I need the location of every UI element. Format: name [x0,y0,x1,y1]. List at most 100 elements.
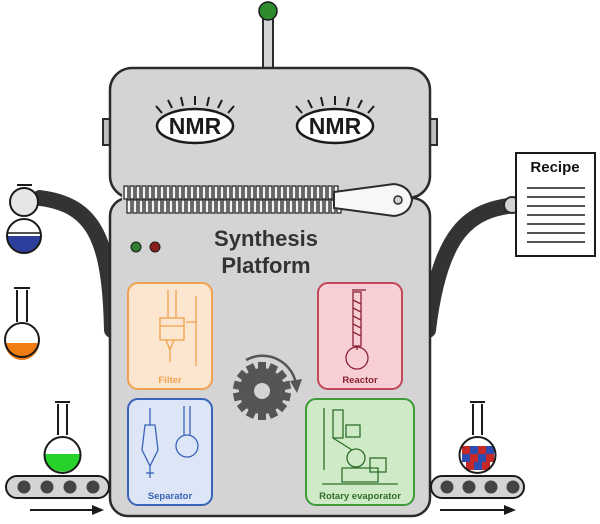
zipper-tooth [249,185,255,200]
zipper-tooth [150,199,156,214]
rotary-evaporator-module: Rotary evaporator [305,398,415,506]
zipper-tooth [255,185,261,200]
robot-head [108,66,432,200]
filter-module: Filter [127,282,213,390]
zipper-tooth [237,185,243,200]
zipper-tooth [327,185,333,200]
zipper-tooth [303,185,309,200]
zipper-tooth [300,199,306,214]
antenna-ball [258,1,278,21]
zipper-tooth [168,199,174,214]
zipper-tooth [126,199,132,214]
zipper-tooth [147,185,153,200]
zipper-tooth [270,199,276,214]
gear-icon [232,354,302,420]
zipper-tooth [216,199,222,214]
zipper-tooth [276,199,282,214]
zipper-tooth [165,185,171,200]
zipper-tooth [306,199,312,214]
zipper-tooth [180,199,186,214]
zipper-tooth [195,185,201,200]
rotary-evaporator-label: Rotary evaporator [319,491,401,502]
zipper-tooth [123,185,129,200]
zipper-tooth [204,199,210,214]
right-arm [420,197,523,338]
filter-apparatus-icon [159,290,197,366]
zipper-tooth [282,199,288,214]
right-eyelashes [295,96,375,114]
zipper-tooth [294,199,300,214]
right-conveyor [430,475,525,515]
zipper-tooth [288,199,294,214]
filter-label: Filter [158,375,182,386]
zipper-tooth [228,199,234,214]
orange-flask [4,287,40,360]
green-flask [43,401,82,474]
zipper-tooth [171,185,177,200]
separator-apparatus-icon [141,406,199,478]
right-eye: NMR [295,96,375,145]
zipper-tooth [210,199,216,214]
recipe-lines [527,187,585,243]
zipper-tooth [219,185,225,200]
zipper-tooth [132,199,138,214]
left-eye-label: NMR [169,113,222,139]
zipper-tooth [225,185,231,200]
zipper-tooth [240,199,246,214]
right-eye-label: NMR [309,113,362,139]
recipe-sheet: Recipe [515,152,596,257]
left-eye: NMR [155,96,235,145]
zipper-tooth [135,185,141,200]
zipper-tooth [177,185,183,200]
zipper-tooth [207,185,213,200]
zipper-tooth [315,185,321,200]
zipper-tooth [297,185,303,200]
zipper-tooth [222,199,228,214]
zipper-tooth [183,185,189,200]
status-led-red [149,241,161,253]
zipper-tooth [129,185,135,200]
antenna [258,1,278,69]
zipper-tooth [309,185,315,200]
reactor-label: Reactor [342,375,378,386]
zipper-tooth [138,199,144,214]
zipper-tooth [186,199,192,214]
zipper-tooth [234,199,240,214]
platform-title-line2: Platform [221,253,310,278]
zipper-tooth [162,199,168,214]
zipper-tooth [321,185,327,200]
zipper-tooth [261,185,267,200]
zipper-tooth [264,199,270,214]
zipper-mouth [122,180,414,220]
status-led-green [130,241,142,253]
left-arm [32,190,120,338]
zipper-tooth [246,199,252,214]
separator-label: Separator [148,491,193,502]
zipper-tooth [291,185,297,200]
zipper-tooth [324,199,330,214]
zipper-tooth [273,185,279,200]
recipe-label: Recipe [530,159,579,176]
zipper-tooth [258,199,264,214]
platform-title-line1: Synthesis [214,226,318,251]
zipper-tooth [267,185,273,200]
zipper-tooth [144,199,150,214]
zipper-tooth [174,199,180,214]
zipper-pull [333,182,414,218]
zipper-tooth [285,185,291,200]
zipper-tooth [159,185,165,200]
left-eyelashes [155,96,235,114]
rotation-arrow-icon [245,354,298,385]
reactor-apparatus-icon [345,289,369,370]
product-contents [462,446,494,470]
zipper-tooth [201,185,207,200]
conveyor-arrow-icon [92,505,104,515]
held-blue-flask [6,184,42,254]
zipper-tooth [279,185,285,200]
reactor-module: Reactor [317,282,403,390]
rotary-evaporator-apparatus-icon [322,408,398,485]
zipper-tooth [141,185,147,200]
zipper-tooth [213,185,219,200]
zipper-tooth [198,199,204,214]
